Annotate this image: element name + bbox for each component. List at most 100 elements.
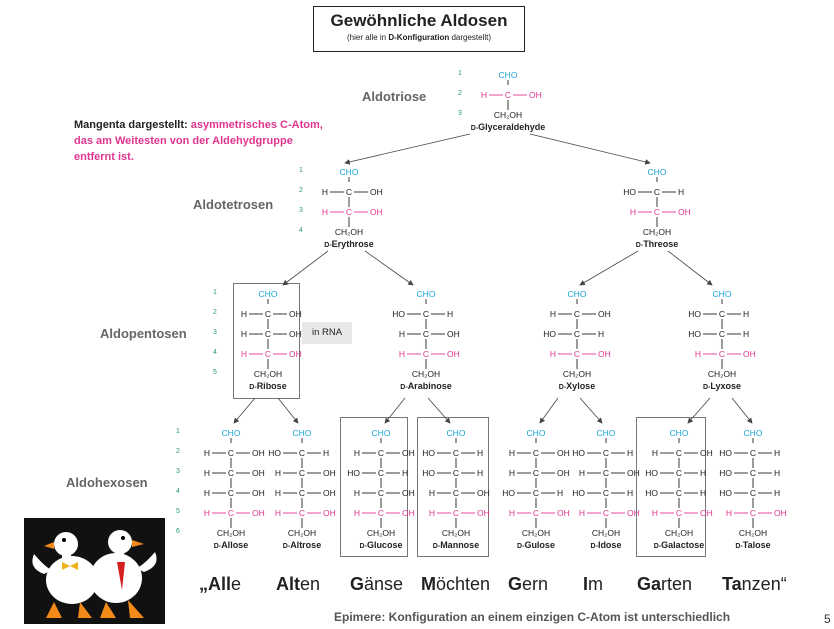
carbon-atom: C (453, 488, 459, 498)
category-aldotetrosen: Aldotetrosen (193, 197, 274, 212)
arrow-lyxose-galactose (687, 397, 711, 424)
hydroxyl-right: OH (402, 508, 415, 518)
carbon-atom: C (453, 508, 459, 518)
carbon-atom: C (423, 309, 429, 319)
carbon-atom: C (574, 349, 580, 359)
arrow-xylose-idose (579, 397, 603, 424)
ch2oh-group: CH₂OH (643, 227, 671, 237)
hydrogen-right: H (700, 468, 706, 478)
note-magenta-1: asymmetrisches C-Atom, (190, 119, 323, 131)
hydroxyl-left: HO (572, 488, 585, 498)
hydrogen-right: H (598, 329, 604, 339)
carbon-atom: C (423, 329, 429, 339)
arrow-arabinose-glucose (384, 397, 406, 424)
configuration-prefix: D- (470, 125, 479, 132)
hydroxyl-right: OH (252, 448, 265, 458)
hydroxyl-right: OH (477, 508, 490, 518)
ch2oh-group: CH₂OH (217, 528, 245, 538)
hydroxyl-left: HO (645, 488, 658, 498)
molecule-name-idose: D-Idose (591, 540, 622, 550)
hydrogen-left: H (204, 468, 210, 478)
cho-group: CHO (447, 428, 466, 438)
hydroxyl-right: OH (627, 508, 640, 518)
carbon-atom: C (228, 508, 234, 518)
page-subtitle: (hier alle in D-Konfiguration dargestell… (314, 33, 524, 42)
molecule-name-gulose: D-Gulose (517, 540, 555, 550)
hydrogen-left: H (204, 488, 210, 498)
mnemonic-rest: e (231, 574, 242, 594)
note-black: Mangenta dargestellt: (74, 119, 191, 131)
hydrogen-right: H (477, 468, 483, 478)
arrow-threose-lyxose (667, 250, 713, 286)
hydrogen-left: H (509, 508, 515, 518)
ribose-highlight-box (233, 283, 300, 399)
mnemonic-bold: Ga (637, 574, 662, 594)
hydrogen-right: H (743, 309, 749, 319)
hydroxyl-left: HO (347, 468, 360, 478)
arrow-erythrose-ribose (282, 250, 329, 286)
carbon-number: 3 (458, 110, 462, 117)
hydrogen-left: H (322, 187, 328, 197)
sugar-name: Lyxose (710, 381, 742, 391)
carbon-atom: C (654, 207, 660, 217)
carbon-atom: C (228, 468, 234, 478)
hydrogen-right: H (700, 488, 706, 498)
hydrogen-left: H (509, 468, 515, 478)
carbon-atom: C (676, 468, 682, 478)
carbon-atom: C (603, 508, 609, 518)
carbon-atom: C (574, 329, 580, 339)
cho-group: CHO (499, 70, 518, 80)
hydrogen-left: H (204, 448, 210, 458)
hydroxyl-right: OH (447, 329, 460, 339)
carbon-atom: C (378, 488, 384, 498)
hydroxyl-right: OH (743, 349, 756, 359)
hydrogen-right: H (477, 448, 483, 458)
hydroxyl-right: OH (323, 508, 336, 518)
configuration-prefix: D- (432, 543, 441, 550)
hydrogen-left: H (579, 468, 585, 478)
hydrogen-left: H (695, 349, 701, 359)
category-aldohexosen: Aldohexosen (66, 475, 148, 490)
carbon-number: 3 (299, 207, 303, 214)
hydroxyl-left: HO (719, 488, 732, 498)
carbon-atom: C (423, 349, 429, 359)
glucose-highlight-box (340, 417, 408, 557)
carbon-atom: C (750, 448, 756, 458)
hydroxyl-right: OH (370, 187, 383, 197)
carbon-atom: C (676, 448, 682, 458)
configuration-prefix: D- (635, 242, 644, 249)
mnemonic-word: Alten (276, 574, 320, 595)
carbon-number: 2 (213, 309, 217, 316)
hydrogen-left: H (550, 309, 556, 319)
hydroxyl-right: OH (370, 207, 383, 217)
configuration-prefix: D- (324, 242, 332, 249)
hydroxyl-right: OH (557, 508, 570, 518)
mnemonic-rest: öchten (436, 574, 491, 594)
arrow-lyxose-talose (731, 397, 753, 424)
mnemonic-word: „Alle (199, 574, 241, 595)
cho-group: CHO (648, 167, 667, 177)
hydrogen-right: H (557, 488, 563, 498)
arrow-ribose-altrose (277, 397, 299, 424)
sugar-name: Altrose (290, 540, 322, 550)
carbon-atom: C (299, 508, 305, 518)
hydrogen-left: H (579, 508, 585, 518)
hydrogen-left: H (652, 448, 658, 458)
magenta-note: Mangenta dargestellt: asymmetrisches C-A… (74, 117, 374, 165)
page-number: 5 (824, 612, 831, 626)
hydrogen-right: H (774, 468, 780, 478)
carbon-atom: C (265, 309, 271, 319)
hydrogen-left: H (429, 488, 435, 498)
arrow-arabinose-mannose (427, 397, 451, 424)
arrow-erythrose-arabinose (364, 250, 414, 286)
mnemonic-word: Tanzen“ (722, 574, 787, 595)
molecule-name-mannose: D-Mannose (433, 540, 479, 550)
carbon-number: 3 (213, 329, 217, 336)
